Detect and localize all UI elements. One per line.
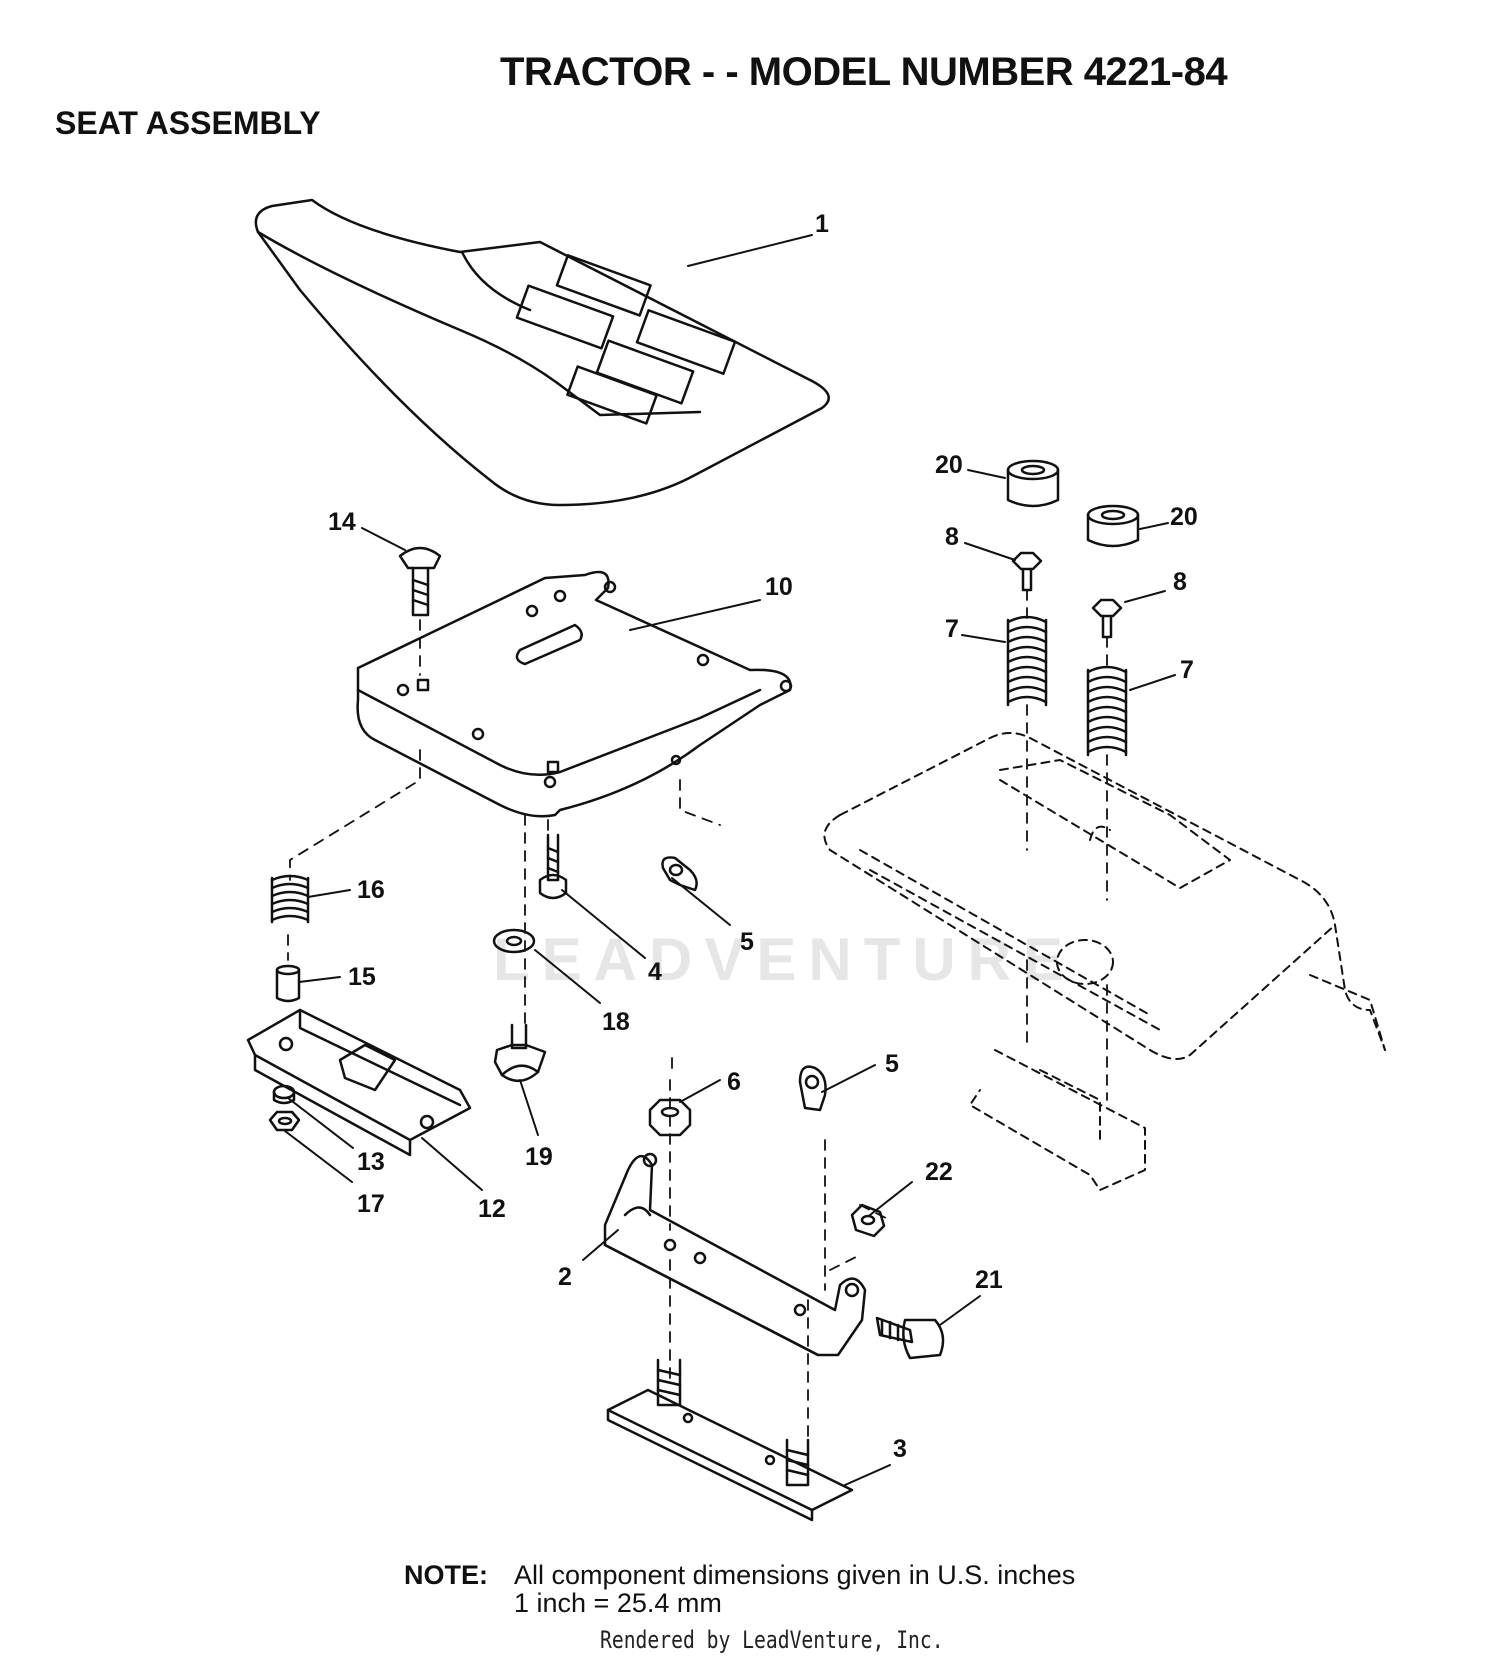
callout-20a: 20	[935, 451, 963, 479]
plate-part	[246, 1008, 472, 1157]
callout-18: 18	[602, 1008, 630, 1036]
callout-labels: 1 20 20 14 10 8 8 7 7 16 4 5 15 18 6 5 1…	[328, 210, 1198, 1463]
callout-12: 12	[478, 1195, 506, 1223]
page-title: TRACTOR - - MODEL NUMBER 4221-84	[500, 50, 1228, 94]
bolt-part-21	[875, 1316, 945, 1360]
callout-7b: 7	[1180, 656, 1194, 684]
nut-part-17	[268, 1110, 301, 1132]
callout-19: 19	[525, 1143, 553, 1171]
note-line-2: 1 inch = 25.4 mm	[514, 1588, 722, 1618]
callout-20b: 20	[1170, 503, 1198, 531]
rendered-by-footer: Rendered by LeadVenture, Inc.	[600, 1626, 944, 1654]
note-line-1: All component dimensions given in U.S. i…	[514, 1560, 1076, 1590]
base-plate-part-3	[606, 1358, 854, 1522]
callout-7a: 7	[945, 615, 959, 643]
callout-21: 21	[975, 1266, 1003, 1294]
note-label: NOTE:	[404, 1560, 488, 1590]
callout-13: 13	[357, 1148, 385, 1176]
nut-part-6	[648, 1098, 692, 1137]
screw-part-a	[1011, 551, 1043, 592]
callout-8a: 8	[945, 523, 959, 551]
section-title: SEAT ASSEMBLY	[55, 105, 321, 141]
callout-2: 2	[558, 1263, 572, 1291]
callout-14: 14	[328, 508, 356, 536]
clip-part-5b	[798, 1065, 827, 1112]
callout-3: 3	[893, 1435, 907, 1463]
leader-lines	[284, 234, 1176, 1486]
spring-part-a	[1006, 615, 1048, 707]
callout-5b: 5	[885, 1050, 899, 1078]
seat-part	[254, 198, 830, 507]
carriage-bolt-part	[398, 546, 442, 617]
callout-1: 1	[815, 210, 829, 238]
nut-part-13	[272, 1084, 296, 1105]
callout-22: 22	[925, 1158, 953, 1186]
spacer-part-b	[1086, 504, 1140, 548]
guide-lines	[287, 589, 1108, 1461]
callout-17: 17	[357, 1190, 385, 1218]
callout-10: 10	[765, 573, 793, 601]
washer-part-18	[492, 928, 536, 954]
spacer-part-a	[1006, 459, 1060, 508]
callout-4: 4	[648, 958, 662, 986]
fender-outline	[823, 732, 1386, 1191]
spring-part-c	[270, 874, 310, 924]
callout-5a: 5	[740, 928, 754, 956]
seat-pan-part	[356, 570, 793, 818]
spring-part-b	[1086, 665, 1128, 757]
spacer-part-c	[275, 964, 301, 1003]
callout-6: 6	[727, 1068, 741, 1096]
bracket-part-2	[603, 1152, 867, 1357]
screw-part-b	[1091, 598, 1123, 639]
shoulder-bolt-part-4	[538, 833, 568, 900]
nut-part-22	[850, 1203, 886, 1238]
knob-part-19	[493, 1023, 547, 1082]
callout-15: 15	[348, 963, 376, 991]
watermark: LEADVENTURE	[493, 926, 1076, 993]
clip-part-5a	[661, 856, 698, 892]
callout-16: 16	[357, 876, 385, 904]
callout-8b: 8	[1173, 568, 1187, 596]
